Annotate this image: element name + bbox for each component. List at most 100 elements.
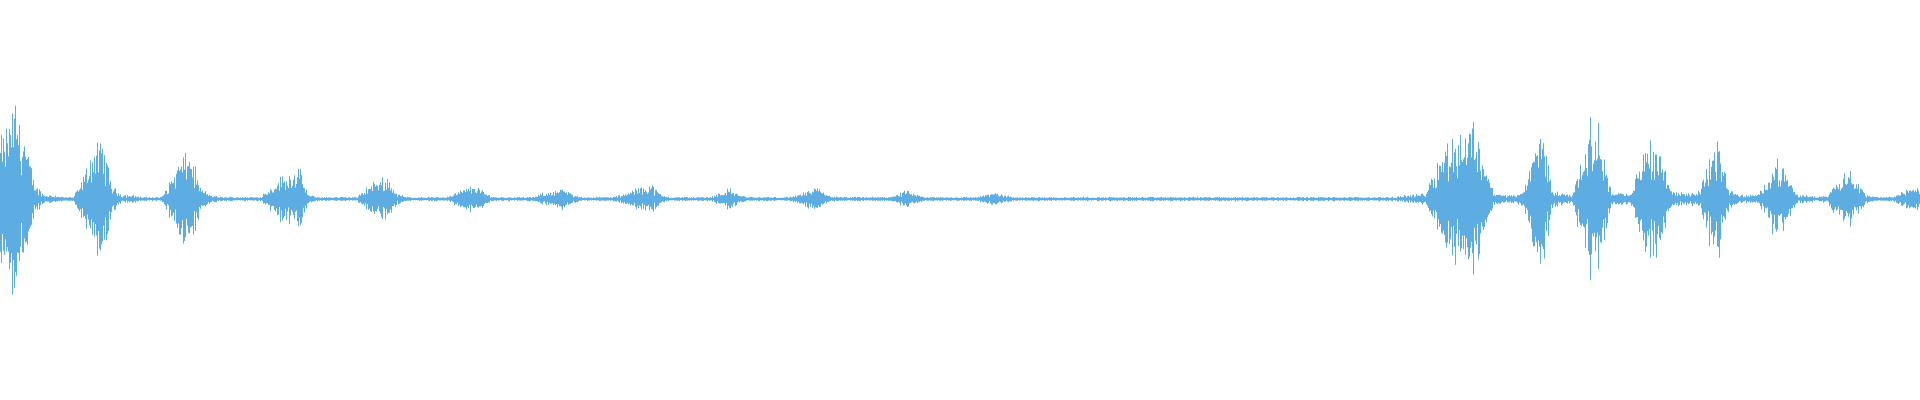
waveform-sample (1126, 198, 1127, 201)
waveform-sample (60, 197, 61, 201)
waveform-sample (112, 193, 113, 207)
waveform-sample (427, 197, 428, 200)
waveform-sample (726, 195, 727, 203)
waveform-sample (745, 197, 746, 202)
waveform-sample (817, 188, 818, 208)
waveform-sample (1357, 197, 1358, 201)
waveform-sample (1674, 193, 1675, 205)
waveform-sample (1688, 193, 1689, 204)
waveform-sample (1062, 197, 1063, 201)
waveform-sample (1512, 196, 1513, 203)
waveform-sample (24, 146, 25, 239)
waveform-sample (109, 184, 110, 212)
waveform-sample (433, 197, 434, 201)
waveform-sample (1322, 197, 1323, 201)
waveform-sample (1200, 197, 1201, 201)
waveform-sample (997, 193, 998, 204)
waveform-sample (570, 193, 571, 204)
waveform-sample (1524, 192, 1525, 207)
waveform-sample (293, 179, 294, 215)
waveform-sample (345, 197, 346, 201)
waveform-sample (58, 196, 59, 201)
waveform-sample (917, 194, 918, 203)
waveform-sample (220, 196, 221, 201)
waveform-sample (1320, 197, 1321, 201)
waveform-sample (892, 196, 893, 201)
waveform-sample (1383, 197, 1384, 201)
waveform-sample (392, 192, 393, 206)
waveform-sample (271, 190, 272, 207)
waveform-sample (1823, 195, 1824, 203)
waveform-sample (1241, 197, 1242, 201)
waveform-sample (1046, 197, 1047, 201)
waveform-sample (1096, 198, 1097, 201)
waveform-sample (424, 197, 425, 201)
waveform-sample (1184, 197, 1185, 202)
waveform-sample (274, 189, 275, 210)
waveform-sample (866, 197, 867, 201)
waveform-sample (1662, 169, 1663, 234)
waveform-sample (1395, 197, 1396, 201)
waveform-sample (918, 195, 919, 202)
waveform-sample (297, 177, 298, 222)
waveform-sample (289, 176, 290, 225)
waveform-sample (1400, 196, 1401, 202)
waveform-sample (457, 194, 458, 203)
waveform-sample (1636, 174, 1637, 218)
waveform-sample (1817, 197, 1818, 201)
waveform-sample (23, 151, 24, 253)
waveform-sample (499, 197, 500, 201)
waveform-sample (959, 197, 960, 201)
waveform-sample (358, 196, 359, 203)
waveform-sample (1401, 197, 1402, 201)
waveform-sample (1550, 179, 1551, 215)
waveform-sample (626, 195, 627, 204)
waveform-sample (1610, 187, 1611, 209)
waveform-sample (1615, 194, 1616, 204)
waveform-sample (818, 191, 819, 206)
waveform-sample (758, 197, 759, 202)
waveform-sample (1100, 198, 1101, 200)
waveform-sample (1829, 194, 1830, 206)
waveform-sample (1313, 197, 1314, 201)
waveform-sample (327, 197, 328, 201)
waveform-sample (1482, 165, 1483, 227)
waveform-sample (1693, 194, 1694, 204)
waveform-sample (1734, 194, 1735, 205)
waveform-sample (1788, 186, 1789, 214)
waveform-sample (1053, 197, 1054, 201)
waveform-sample (927, 197, 928, 201)
waveform-sample (104, 155, 105, 240)
waveform-sample (1903, 193, 1904, 205)
waveform-sample (1440, 165, 1441, 224)
waveform-sample (1618, 193, 1619, 205)
waveform-sample (989, 197, 990, 201)
waveform-sample (1345, 197, 1346, 201)
waveform-sample (1168, 197, 1169, 201)
waveform-sample (187, 166, 188, 226)
waveform-sample (992, 194, 993, 205)
waveform-sample (1195, 197, 1196, 201)
waveform-sample (633, 192, 634, 206)
waveform-sample (1609, 186, 1610, 213)
waveform-sample (1371, 198, 1372, 201)
waveform-sample (789, 197, 790, 201)
waveform-sample (612, 198, 613, 201)
waveform-sample (1565, 196, 1566, 202)
waveform-sample (1073, 196, 1074, 202)
waveform-sample (650, 189, 651, 207)
waveform-sample (100, 143, 101, 251)
waveform-sample (1728, 190, 1729, 212)
waveform-sample (1107, 198, 1108, 200)
waveform-sample (113, 191, 114, 206)
waveform-sample (61, 197, 62, 202)
waveform-sample (1695, 195, 1696, 202)
waveform-sample (106, 163, 107, 241)
waveform-sample (1651, 179, 1652, 220)
waveform-sample (107, 165, 108, 234)
waveform-sample (673, 198, 674, 200)
waveform-sample (676, 197, 677, 201)
waveform-sample (1084, 198, 1085, 200)
waveform-sample (1141, 197, 1142, 201)
waveform-sample (317, 197, 318, 202)
